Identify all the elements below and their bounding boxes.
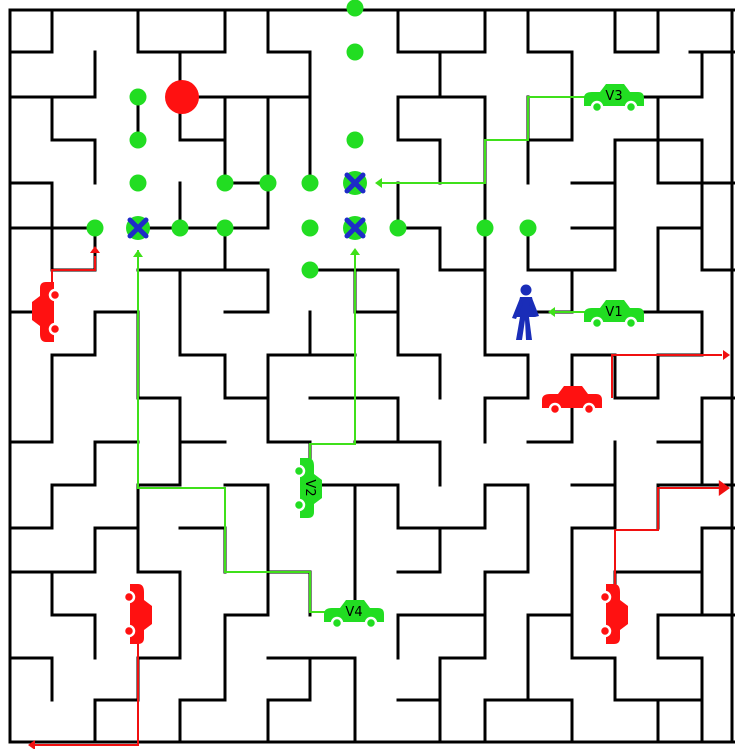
goal-circle-icon xyxy=(165,80,199,114)
blocked-x-icon xyxy=(343,216,367,240)
waypoint-dot xyxy=(347,44,364,61)
waypoint-dot xyxy=(520,220,537,237)
waypoint-dot xyxy=(217,220,234,237)
waypoint-dot xyxy=(347,132,364,149)
waypoint-dot xyxy=(347,0,364,17)
waypoint-dot xyxy=(130,132,147,149)
waypoint-dot xyxy=(477,220,494,237)
vehicle-label: V4 xyxy=(345,605,362,620)
waypoint-dot xyxy=(260,175,277,192)
waypoint-dot xyxy=(217,175,234,192)
blocked-x-icon xyxy=(126,216,150,240)
vehicle-label: V1 xyxy=(605,305,622,320)
waypoint-dot xyxy=(130,89,147,106)
waypoint-dot xyxy=(87,220,104,237)
vehicle-label: V2 xyxy=(302,479,317,496)
waypoint-dot xyxy=(130,175,147,192)
blocked-x-icon xyxy=(343,171,367,195)
waypoint-dot xyxy=(390,220,407,237)
vehicle-label: V3 xyxy=(605,89,622,104)
waypoint-dot xyxy=(172,220,189,237)
waypoint-dot xyxy=(302,262,319,279)
waypoint-dot xyxy=(302,220,319,237)
waypoint-dot xyxy=(302,175,319,192)
